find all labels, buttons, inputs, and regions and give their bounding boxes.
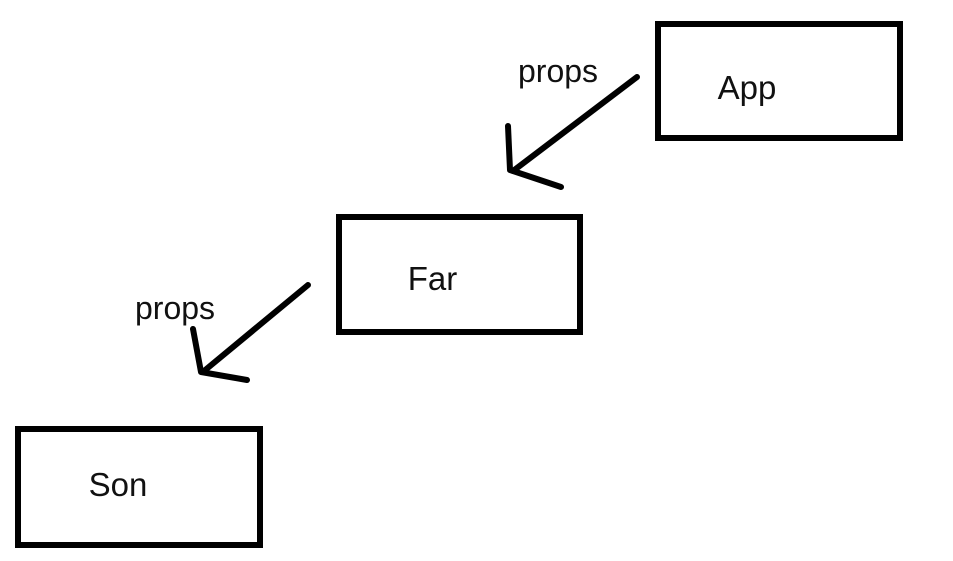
node-son: Son: [15, 426, 263, 548]
node-app-label: App: [717, 69, 777, 106]
node-son-label: Son: [88, 466, 148, 503]
arrow-line: [510, 74, 640, 174]
arrow-head: [505, 123, 564, 190]
arrow-line: [201, 282, 311, 374]
arrow-head: [190, 326, 250, 383]
edge-label-app-to-far: props: [518, 53, 599, 89]
node-far: Far: [336, 214, 583, 335]
edge-label-far-to-son: props: [135, 290, 216, 326]
node-app: App: [655, 21, 903, 141]
arrow-app-to-far: [505, 74, 640, 190]
node-far-label: Far: [407, 259, 458, 297]
